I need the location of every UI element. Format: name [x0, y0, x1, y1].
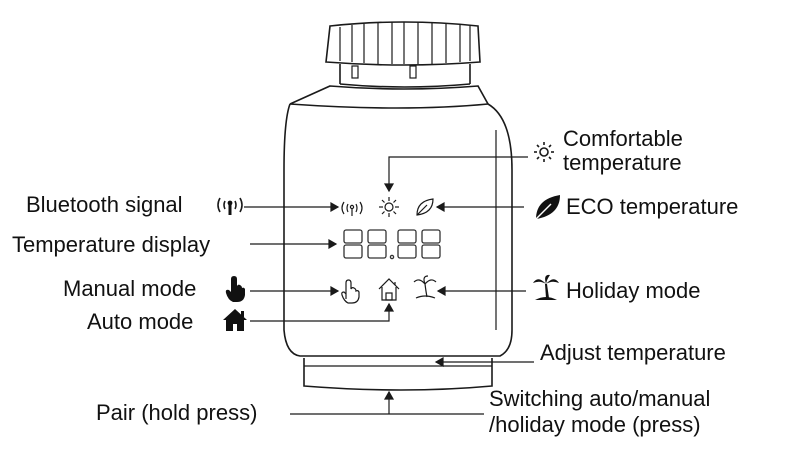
palm-tree-icon [413, 275, 437, 299]
manual-mode-label: Manual mode [63, 276, 196, 301]
comfortable-label-line2: temperature [563, 150, 682, 175]
pair-label: Pair (hold press) [96, 400, 257, 425]
bluetooth-signal-icon [341, 201, 363, 216]
holiday-mode-label: Holiday mode [566, 278, 701, 303]
segment-display [343, 229, 441, 260]
comfortable-label-line1: Comfortable [563, 126, 683, 151]
body-shoulder [289, 85, 490, 109]
knob-cap [325, 21, 481, 66]
adjust-ring [303, 358, 493, 391]
sun-label-icon [534, 142, 554, 162]
switching-label-line2: /holiday mode (press) [489, 412, 701, 437]
leaf-icon [416, 198, 434, 216]
thermostat-body [283, 103, 513, 357]
adjust-temperature-label: Adjust temperature [540, 340, 726, 365]
leaf-label-icon [535, 195, 560, 220]
hand-label-icon [225, 276, 245, 302]
palm-tree-label-icon [533, 274, 559, 300]
temperature-display-label: Temperature display [12, 232, 210, 257]
house-label-icon [223, 309, 247, 331]
switching-label-line1: Switching auto/manual [489, 386, 710, 411]
house-icon [378, 278, 400, 301]
knob-neck [339, 64, 471, 88]
eco-label: ECO temperature [566, 194, 738, 219]
bluetooth-label: Bluetooth signal [26, 192, 183, 217]
sun-icon [379, 197, 399, 217]
bluetooth-label-icon [217, 197, 243, 215]
hand-icon [341, 279, 360, 304]
leader-lines [244, 156, 534, 415]
auto-mode-label: Auto mode [87, 309, 193, 334]
